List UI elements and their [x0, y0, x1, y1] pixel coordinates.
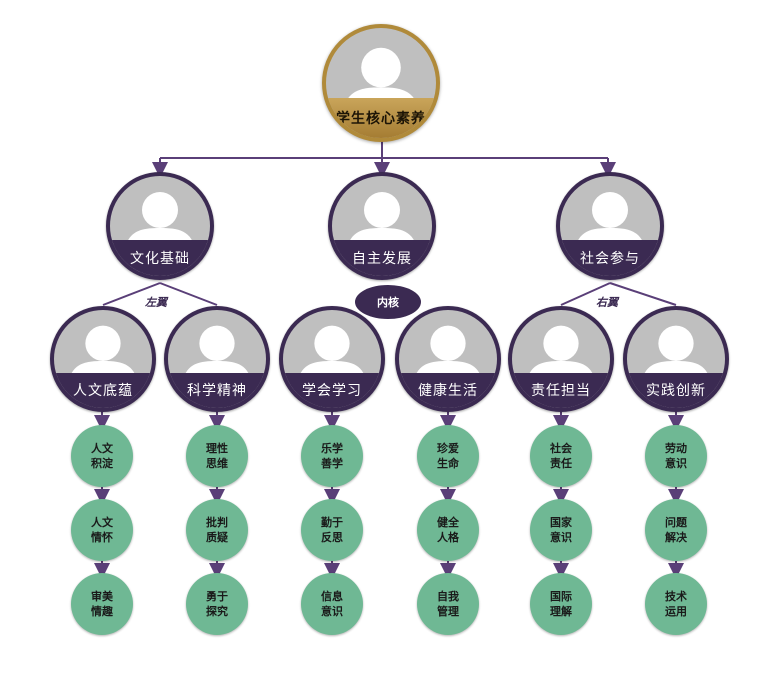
domain-node-autonomous: 自主发展: [328, 172, 436, 280]
quality-node: 人文底蕴: [50, 306, 156, 412]
point-node: 人文积淀: [71, 425, 133, 487]
point-node: 人文情怀: [71, 499, 133, 561]
quality-label: 健康生活: [399, 372, 497, 408]
point-node: 珍爱生命: [417, 425, 479, 487]
domain-label: 社会参与: [560, 240, 660, 276]
quality-node: 学会学习: [279, 306, 385, 412]
core-tag: 内核: [355, 285, 421, 319]
point-node: 乐学善学: [301, 425, 363, 487]
point-node: 社会责任: [530, 425, 592, 487]
quality-label: 人文底蕴: [54, 372, 152, 408]
point-node: 信息意识: [301, 573, 363, 635]
point-node: 勤于反思: [301, 499, 363, 561]
quality-label: 责任担当: [512, 372, 610, 408]
point-node: 批判质疑: [186, 499, 248, 561]
quality-label: 实践创新: [627, 372, 725, 408]
root-node: 学生核心素养: [322, 24, 440, 142]
quality-node: 健康生活: [395, 306, 501, 412]
domain-label: 文化基础: [110, 240, 210, 276]
domain-label: 自主发展: [332, 240, 432, 276]
point-node: 劳动意识: [645, 425, 707, 487]
point-node: 理性思维: [186, 425, 248, 487]
quality-label: 学会学习: [283, 372, 381, 408]
point-node: 国家意识: [530, 499, 592, 561]
point-node: 技术运用: [645, 573, 707, 635]
quality-node: 实践创新: [623, 306, 729, 412]
left-wing-tag: 左翼: [141, 294, 171, 310]
point-node: 自我管理: [417, 573, 479, 635]
domain-node-cultural: 文化基础: [106, 172, 214, 280]
point-node: 健全人格: [417, 499, 479, 561]
point-node: 问题解决: [645, 499, 707, 561]
quality-label: 科学精神: [168, 372, 266, 408]
right-wing-tag: 右翼: [592, 294, 622, 310]
quality-node: 责任担当: [508, 306, 614, 412]
point-node: 勇于探究: [186, 573, 248, 635]
point-node: 国际理解: [530, 573, 592, 635]
quality-node: 科学精神: [164, 306, 270, 412]
root-label: 学生核心素养: [326, 98, 436, 138]
domain-node-social: 社会参与: [556, 172, 664, 280]
point-node: 审美情趣: [71, 573, 133, 635]
